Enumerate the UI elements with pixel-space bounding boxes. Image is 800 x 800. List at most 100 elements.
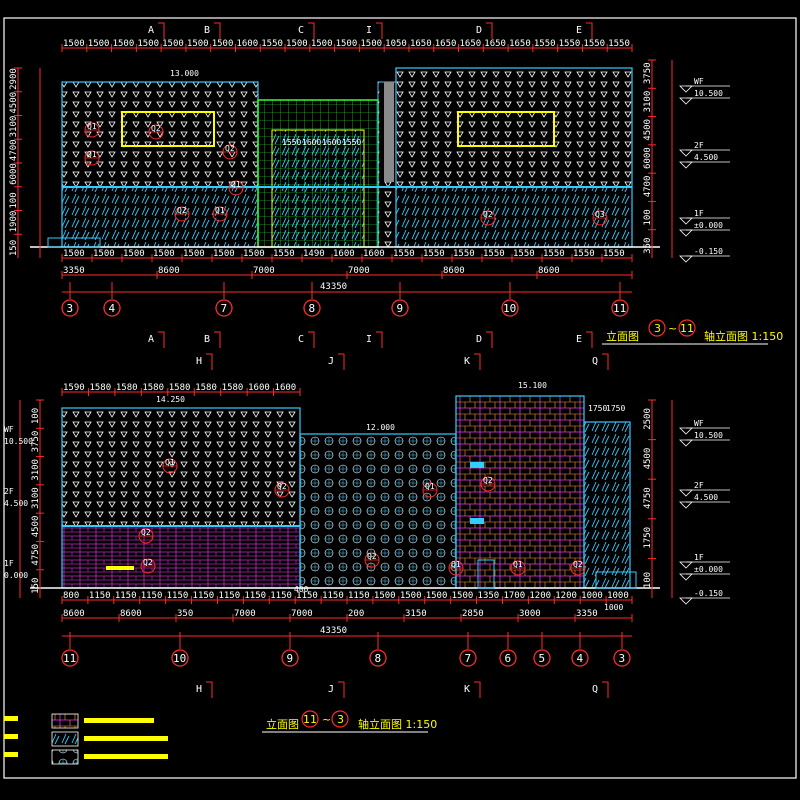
top-axis: 7 bbox=[221, 302, 228, 315]
bot-grid-letter-flag bbox=[206, 353, 213, 370]
parapet-label: 13.000 bbox=[170, 69, 199, 78]
bot-tag: Q2 bbox=[141, 528, 151, 537]
top-dim: 1500 bbox=[212, 39, 234, 49]
top-bottom-dim: 1550 bbox=[453, 249, 475, 259]
bot-right-dim: 100 bbox=[643, 572, 653, 588]
bot-bottom-dim: 1150 bbox=[141, 591, 163, 601]
top-dim: 1050 bbox=[385, 39, 407, 49]
parapet-left: 14.250 bbox=[156, 395, 185, 404]
top-axis: 4 bbox=[109, 302, 116, 315]
bot-span-dim: 2850 bbox=[462, 609, 484, 619]
top-grid-letter-flag bbox=[158, 22, 165, 39]
top-dim: 1650 bbox=[484, 39, 506, 49]
top-right-dim: 4500 bbox=[643, 119, 653, 141]
top-dim: 1600 bbox=[236, 39, 258, 49]
top-grid-letter-flag bbox=[376, 22, 383, 39]
bot-tag: Q1 bbox=[165, 458, 175, 467]
bot-axis-circle bbox=[281, 649, 299, 667]
window-1 bbox=[470, 462, 484, 468]
top-right-dim: 3750 bbox=[643, 62, 653, 84]
top-level-triangle bbox=[679, 229, 693, 237]
top-level: 2F bbox=[694, 141, 704, 150]
bot-tag: Q2 bbox=[143, 558, 153, 567]
bot-bottom-dim: 1700 bbox=[503, 591, 525, 601]
top-dim: 1500 bbox=[113, 39, 135, 49]
top-grid-letter-lower-flag bbox=[486, 331, 493, 348]
bot-left-dim: 3100 bbox=[31, 487, 41, 509]
top-dim: 1550 bbox=[608, 39, 630, 49]
top-dim: 1650 bbox=[509, 39, 531, 49]
top-left-dim: 4700 bbox=[9, 139, 19, 161]
top-dim: 1500 bbox=[88, 39, 110, 49]
top-level: WF bbox=[694, 77, 704, 86]
top-grid-letter-lower: I bbox=[366, 334, 372, 345]
bot-axis-circle bbox=[61, 649, 79, 667]
bot-left-dim: 3100 bbox=[31, 459, 41, 481]
top-axis-circle bbox=[391, 299, 409, 317]
bot-grid-letter-flag bbox=[338, 353, 345, 370]
bottom-side-dim-2: 1000 bbox=[604, 603, 623, 612]
top-grid-letter: C bbox=[298, 25, 304, 36]
column-grey bbox=[384, 82, 394, 182]
steps bbox=[47, 237, 101, 248]
bot-grid-letter: Q bbox=[592, 356, 598, 367]
top-title-block: 立面图 3 ~ 11 轴立面图 1:150 bbox=[602, 319, 783, 345]
bot-grid-letter-flag bbox=[602, 353, 609, 370]
top-level-triangle bbox=[679, 97, 693, 105]
bot-right-dim: 4500 bbox=[643, 448, 653, 470]
bot-axis-circle bbox=[613, 649, 631, 667]
top-bottom-dim: 1500 bbox=[153, 249, 175, 259]
bot-axis: 3 bbox=[619, 652, 626, 665]
bot-top-dim: 1580 bbox=[89, 383, 111, 393]
top-bottom-dim: 1550 bbox=[393, 249, 415, 259]
bot-axis: 7 bbox=[465, 652, 472, 665]
bot-level: 4.500 bbox=[694, 493, 718, 502]
window-2 bbox=[470, 518, 484, 524]
top-axis: 3 bbox=[67, 302, 74, 315]
bot-top-dim: 1580 bbox=[195, 383, 217, 393]
top-left-dim: 2900 bbox=[9, 68, 19, 90]
bottom-range-end: 3 bbox=[337, 713, 344, 726]
top-dim: 1650 bbox=[410, 39, 432, 49]
top-span-dim: 8600 bbox=[443, 266, 465, 276]
bot-axis-circle bbox=[171, 649, 189, 667]
top-bottom-dim: 1600 bbox=[333, 249, 355, 259]
top-dim: 1550 bbox=[583, 39, 605, 49]
top-left-dim: 100 bbox=[9, 192, 19, 208]
top-tag: Q2 bbox=[483, 210, 493, 219]
top-level: 1F bbox=[694, 209, 704, 218]
bot-top-dim: 1580 bbox=[142, 383, 164, 393]
entrance-frame-dim: 1550 bbox=[282, 138, 301, 147]
material-legend bbox=[4, 713, 168, 765]
bot-right-dim: 4750 bbox=[643, 487, 653, 509]
top-right-dim: 350 bbox=[643, 238, 653, 254]
top-span-dim: 3350 bbox=[63, 266, 85, 276]
bot-top-dim: 1580 bbox=[169, 383, 191, 393]
bot-axis-circle bbox=[499, 649, 517, 667]
top-axis-circle bbox=[61, 299, 79, 317]
bottom-left-wall bbox=[61, 407, 301, 527]
bot-grid-letter-lower-flag bbox=[338, 681, 345, 698]
bottom-title-block: 立面图 11 ~ 3 轴立面图 1:150 bbox=[262, 710, 437, 733]
bot-left-dim: 100 bbox=[31, 408, 41, 424]
top-tag: Q3 bbox=[595, 210, 605, 219]
top-axis-circle bbox=[215, 299, 233, 317]
bot-tag: Q2 bbox=[483, 476, 493, 485]
top-grid-letter-flag bbox=[586, 22, 593, 39]
bot-left-dim: 4500 bbox=[31, 516, 41, 538]
legend-swatch-screen bbox=[51, 749, 79, 765]
top-dim: 1650 bbox=[435, 39, 457, 49]
right-wing-wall bbox=[395, 67, 633, 188]
bot-left-dim: 4750 bbox=[31, 544, 41, 566]
entrance-inner-glass bbox=[271, 129, 365, 248]
left-window-band bbox=[121, 111, 215, 147]
top-grid-letter-lower-flag bbox=[308, 331, 315, 348]
bot-tag: Q1 bbox=[513, 560, 523, 569]
top-level-triangle bbox=[679, 255, 693, 263]
top-dim: 1500 bbox=[162, 39, 184, 49]
